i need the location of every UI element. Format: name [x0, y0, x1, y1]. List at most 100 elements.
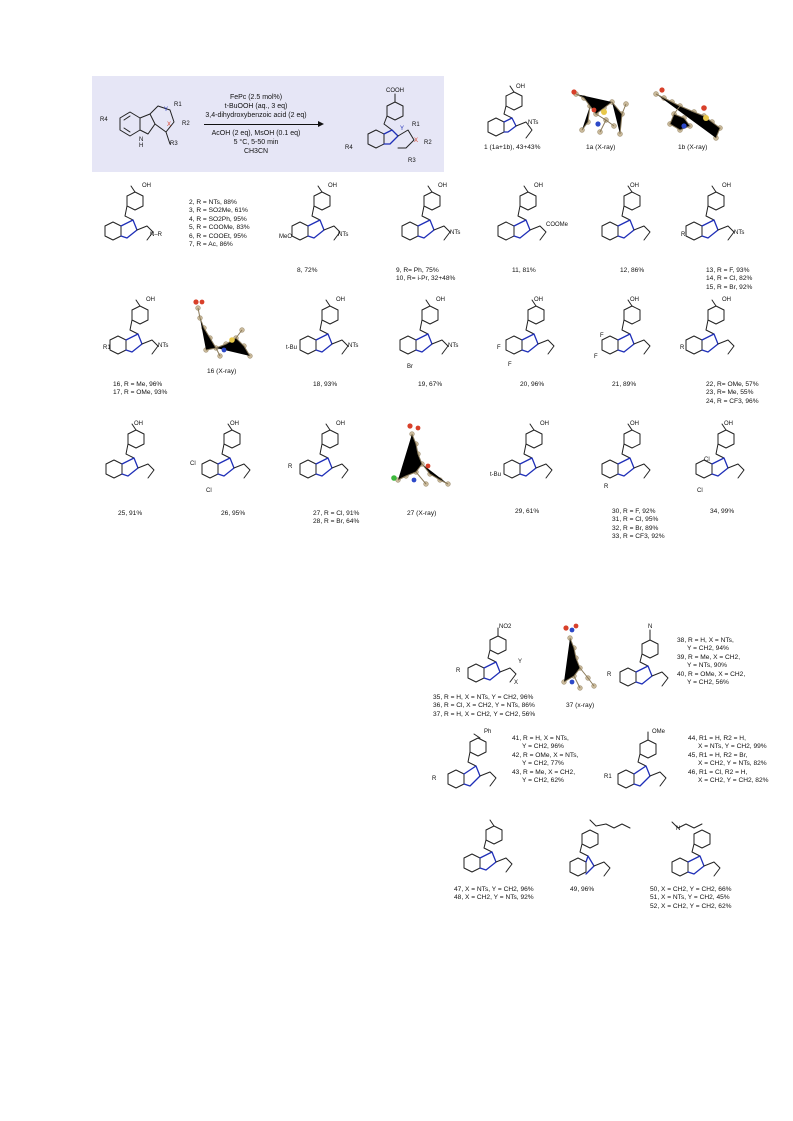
- cpd21-oh: OH: [630, 297, 639, 303]
- compound-49-structure: [569, 819, 631, 877]
- cpd20-f2: F: [508, 362, 512, 368]
- compound-41-43-structure: [447, 733, 497, 789]
- cpd21-f2: F: [594, 354, 598, 360]
- cpd21-f1: F: [600, 333, 604, 339]
- cpd11-coome: COOMe: [546, 222, 569, 228]
- product-x: X: [414, 138, 419, 144]
- reaction-conditions: FePc (2.5 mol%) t-BuOOH (aq., 3 eq) 3,4-…: [205, 94, 307, 119]
- list-13-15: 13, R = F, 93%14, R = Cl, 82%15, R = Br,…: [706, 267, 753, 291]
- product-y: Y: [400, 126, 405, 132]
- compound-1-oh: OH: [516, 84, 525, 90]
- cpd13-nts: NTs: [734, 230, 745, 236]
- list-22-24: 22, R= OMe, 57%23, R= Me, 55%24, R = CF3…: [706, 381, 759, 405]
- cpd41-ph: Ph: [484, 729, 492, 735]
- reactant-r4: R4: [100, 117, 108, 123]
- compound-25-label: 25, 91%: [118, 510, 143, 517]
- reaction-conditions-below: AcOH (2 eq), MsOH (0.1 eq) 5 °C, 5-50 mi…: [211, 130, 301, 155]
- list-9-10: 9, R= Ph, 75%10, R= i-Pr, 32+48%: [396, 267, 456, 283]
- list-50-52: 50, X = CH2, Y = CH2, 66%51, X = NTs, Y …: [650, 886, 732, 910]
- cpd18-nts: NTs: [348, 343, 359, 349]
- compound-19-label: 19, 67%: [418, 381, 443, 388]
- product-r2: R2: [424, 140, 432, 146]
- list-27-28: 27, R = Cl, 91%28, R = Br, 64%: [313, 510, 360, 526]
- list-35-37: 35, R = H, X = NTs, Y = CH2, 96%36, R = …: [433, 694, 536, 718]
- compound-9-10-structure: [401, 185, 451, 241]
- xray-37: [561, 623, 597, 691]
- cpd26-cl2: Cl: [206, 488, 212, 494]
- compound-26-structure: [201, 423, 251, 479]
- cpd29-oh: OH: [540, 421, 549, 427]
- xray-16-label: 16 (X-ray): [207, 368, 237, 375]
- cpd30-r: R: [604, 484, 609, 490]
- cpd16-r1: R1: [103, 345, 111, 351]
- cpd41-r: R: [432, 776, 437, 782]
- list-2-7: 2, R = NTs, 88%3, R = SO2Me, 61%4, R = S…: [189, 199, 250, 248]
- arrow-head: [318, 121, 324, 127]
- compound-27-28-structure: [299, 423, 349, 479]
- reaction-arrow: [204, 124, 322, 125]
- compound-30-33-structure: [601, 423, 651, 479]
- list-30-33: 30, R = F, 92%31, R = Cl, 95% 32, R = Br…: [612, 508, 665, 541]
- xray-27: [391, 423, 451, 487]
- compound-29-label: 29, 61%: [515, 508, 540, 515]
- cpd27-oh: OH: [336, 421, 345, 427]
- cpd18-oh: OH: [336, 297, 345, 303]
- compound-18-label: 18, 93%: [313, 381, 338, 388]
- cpd16-nts: NTs: [158, 343, 169, 349]
- cpd34-cl2: Cl: [697, 488, 703, 494]
- cpd16-oh: OH: [146, 297, 155, 303]
- compound-47-48-structure: [463, 819, 513, 873]
- cpd13-oh: OH: [722, 183, 731, 189]
- xray-1a-label: 1a (X-ray): [586, 144, 616, 151]
- cpd34-cl1: Cl: [704, 457, 710, 463]
- list-44-46: 44, R1 = H, R2 = H,X = NTs, Y = CH2, 99%…: [688, 735, 769, 784]
- product-r1: R1: [412, 122, 420, 128]
- reactant-r3: R3: [170, 141, 178, 147]
- compound-2-7-structure: [104, 185, 154, 241]
- compound-26-label: 26, 95%: [221, 510, 246, 517]
- cpd44-r1: R1: [604, 774, 612, 780]
- cpd25-oh: OH: [134, 421, 143, 427]
- cpd18-tbu: t-Bu: [286, 345, 298, 351]
- compound-16-17-structure: [109, 299, 159, 355]
- list-16-17: 16, R = Me, 96%17, R = OMe, 93%: [113, 381, 168, 397]
- compound-34-structure: [695, 423, 745, 479]
- compound-21-structure: [601, 299, 651, 355]
- xray-1b: [653, 87, 723, 141]
- compound-44-46-structure: [617, 731, 667, 789]
- list-47-48: 47, X = NTs, Y = CH2, 96%48, X = CH2, Y …: [454, 886, 534, 902]
- cpd38-n: N: [648, 624, 653, 630]
- cpd8-meo: MeO: [279, 234, 293, 240]
- list-38-40: 38, R = H, X = NTs,Y = CH2, 94% 39, R = …: [677, 637, 746, 686]
- cpd2-oh: OH: [142, 183, 151, 189]
- product-r3: R3: [408, 158, 416, 164]
- cpd35-no2: NO2: [499, 624, 512, 630]
- xray-1a: [571, 89, 629, 137]
- compound-29-structure: [503, 423, 553, 479]
- cpd34-oh: OH: [724, 421, 733, 427]
- compound-21-label: 21, 89%: [612, 381, 637, 388]
- compound-8-label: 8, 72%: [297, 267, 318, 274]
- list-41-43: 41, R = H, X = NTs,Y = CH2, 96% 42, R = …: [512, 735, 579, 784]
- cpd50-n: N: [676, 826, 681, 832]
- compound-1-structure: [487, 85, 533, 139]
- compound-11-structure: [497, 185, 547, 241]
- cpd38-r: R: [607, 672, 612, 678]
- cpd26-cl1: Cl: [190, 461, 196, 467]
- compound-13-15-structure: [685, 185, 735, 241]
- compound-20-label: 20, 96%: [520, 381, 545, 388]
- xray-16: [193, 299, 253, 359]
- cpd27-r: R: [288, 464, 293, 470]
- reactant-structure: [119, 105, 175, 145]
- compound-25-structure: [105, 423, 155, 479]
- cpd12-oh: OH: [630, 183, 639, 189]
- cpd9-nts: NTs: [450, 230, 461, 236]
- compound-11-label: 11, 81%: [512, 267, 536, 274]
- cpd19-oh: OH: [436, 297, 445, 303]
- cpd19-nts: NTs: [448, 343, 459, 349]
- cpd19-br: Br: [407, 364, 413, 370]
- compound-20-structure: [505, 299, 555, 355]
- cpd13-r: R: [681, 232, 686, 238]
- compound-50-52-structure: [671, 821, 721, 877]
